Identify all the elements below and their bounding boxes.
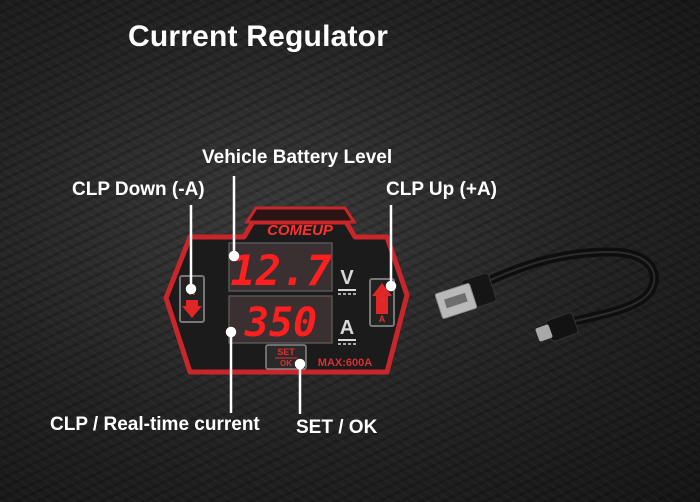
clp-up-button[interactable]: + A (369, 278, 395, 327)
current-unit: A (340, 317, 354, 339)
micro-usb-plug-icon (535, 312, 579, 342)
current-display: 350 A (228, 295, 356, 346)
set-button-bottom: OK (280, 359, 292, 368)
vehicle-battery-level-label: Vehicle Battery Level (202, 147, 393, 168)
voltage-unit: V (340, 267, 354, 289)
set-button-top: SET (277, 347, 295, 357)
page-title: Current Regulator (128, 20, 389, 53)
arrow-up-icon (372, 283, 392, 314)
callout-lines (185, 176, 397, 414)
clp-realtime-current-label: CLP / Real-time current (50, 414, 260, 435)
usb-cable (434, 247, 659, 342)
voltage-readout: 12.7 (230, 246, 332, 295)
voltage-display: 12.7 V (228, 242, 356, 295)
up-button-plus: + (379, 295, 385, 306)
max-rating: MAX:600A (318, 357, 372, 369)
current-readout: 350 (244, 300, 317, 346)
up-button-letter: A (379, 314, 386, 324)
usb-cable-wire (477, 247, 659, 327)
clp-up-label: CLP Up (+A) (386, 179, 498, 200)
clp-down-label: CLP Down (-A) (72, 179, 205, 200)
brand-logo: COMEUP (267, 222, 334, 239)
usb-a-plug-icon (434, 272, 497, 319)
set-ok-label: SET / OK (296, 417, 378, 438)
arrow-down-icon (182, 300, 202, 318)
